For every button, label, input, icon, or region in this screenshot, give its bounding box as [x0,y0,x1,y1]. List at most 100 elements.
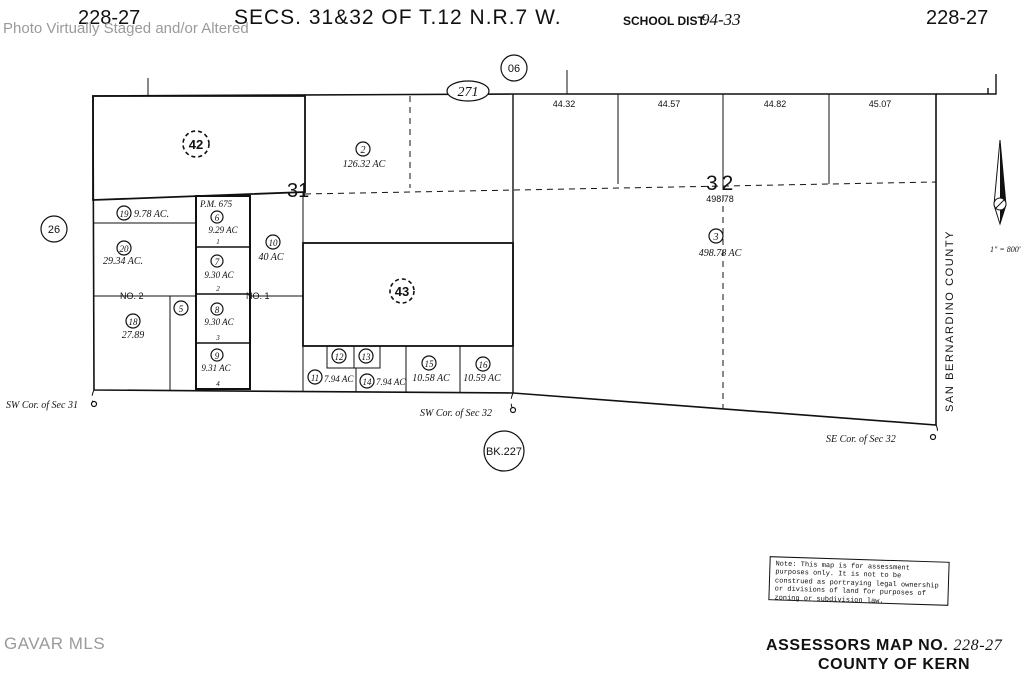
parcel-13-marker [358,348,374,364]
school-dist-value: 94-33 [701,10,741,29]
corner-sw-sec31: SW Cor. of Sec 31 [6,400,78,411]
county-boundary-label: SAN BERNARDINO COUNTY [944,230,956,412]
pm-lot-number: 4 [216,380,220,388]
parcel-18-acres: 27.89 [122,330,145,341]
parcel-13-number: 13 [362,352,372,362]
assessor-map-value: 228-27 [953,637,1003,654]
parcel-19-marker [116,205,132,221]
parcel-9-acres: 9.31 AC [201,363,231,373]
assessor-map-label: ASSESSORS MAP NO. [766,637,949,654]
parcel-3-acres: 498.78 AC [699,248,742,259]
map-title: SECS. 31&32 OF T.12 N.R.7 W. [234,6,562,29]
parcel-9-marker [210,348,224,362]
assessment-note: Note: This map is for assessment purpose… [768,556,950,606]
parcel-20-number: 20 [120,244,130,254]
corner-sw-sec32: SW Cor. of Sec 32 [420,408,492,419]
section-31-label: 31 [287,180,309,202]
parcel-10-acres: 40 AC [258,252,283,263]
corner-point [929,433,937,441]
parcel-11-marker [307,369,323,385]
parcel-43-marker [389,278,415,304]
parcel-7-marker [210,254,224,268]
boundary-jog [936,74,997,95]
parcel-16-marker [475,356,491,372]
parcel-43-outline [302,242,514,347]
parcel-8-marker [210,302,224,316]
parcel-3-number: 3 [713,232,719,243]
map-ref-top-label: 06 [508,63,520,75]
boundary-ticks [147,70,568,96]
map-ref-left-label: 26 [48,224,60,236]
parcel-11-number: 11 [311,373,319,383]
parcel-7-acres: 9.30 AC [204,270,234,280]
parcel-6-marker [210,210,224,224]
parcel-20-marker [116,240,132,256]
parcel-12-number: 12 [335,352,345,362]
section-32-label: 32 [706,172,737,195]
parcel-5-number: 5 [179,304,184,314]
quarter-line-dashed [304,181,937,195]
tract-no-2: NO. 2 [120,291,144,301]
parcel-14-number: 14 [363,377,373,387]
map-ref-top [500,54,528,82]
parcel-18-marker [125,313,141,329]
parcel-map-label: P.M. 675 [199,199,233,209]
mls-watermark: GAVAR MLS [4,634,106,653]
parcel-2-number: 2 [361,145,366,156]
pm-675-strip [195,195,251,390]
parcel-12-marker [331,348,347,364]
parcel-6-number: 6 [215,213,220,223]
map-ref-bottom-label: BK.227 [486,446,522,458]
parcel-42-outline [92,95,306,201]
parcel-19-number: 19 [120,209,130,219]
school-dist-label: SCHOOL DIST. [623,14,707,28]
corner-point [90,400,98,408]
assessor-map-number: ASSESSORS MAP NO. 228-27 [766,637,1002,655]
parcel-15-number: 15 [425,359,435,369]
parcel-11-acres: 7.94 AC [324,374,354,384]
parcel-8-acres: 9.30 AC [204,317,234,327]
parcel-42-marker [182,130,210,158]
parcel-2-acres: 126.32 AC [343,159,386,170]
header-left-ref: 228-27 [78,7,140,29]
parcel-3-marker [708,228,724,244]
scale-label: 1" = 800' [990,245,1021,254]
parcel-16-acres: 10.59 AC [463,373,501,384]
parcel-14-acres: 7.94 AC [376,377,406,387]
parcel-6-acres: 9.29 AC [208,225,238,235]
parcel-19-acres: 9.78 AC. [134,209,169,220]
assessment-note-text: Note: This map is for assessment purpose… [774,560,939,606]
county-name: COUNTY OF KERN [818,656,971,673]
parcel-15-acres: 10.58 AC [412,373,450,384]
parcel-14-marker [359,373,375,389]
parcel-9-number: 9 [215,351,220,361]
north-arrow-icon [993,139,1007,226]
map-ref-left [40,215,68,243]
parcel-18-number: 18 [129,317,139,327]
parcel-20-acres: 29.34 AC. [103,256,143,267]
road-marker [446,80,490,102]
parcel-42-number: 42 [189,137,203,152]
road-number: 271 [458,85,479,100]
parcel-2-marker [355,141,371,157]
parcel-15-marker [421,355,437,371]
corner-se-sec32: SE Cor. of Sec 32 [826,434,896,445]
pm-lot-number: 3 [215,334,220,342]
parcel-7-number: 7 [215,257,220,267]
top-lot-acres: 44.82 [764,99,787,109]
pm-lot-number: 2 [216,285,220,293]
header-right-ref: 228-27 [926,7,988,29]
pm-lot-number: 1 [216,238,220,246]
parcel-5-marker [173,300,189,316]
parcel-43-number: 43 [395,284,409,299]
section-32-acres: 498.78 [706,194,734,204]
top-lot-acres: 45.07 [869,99,892,109]
parcel-10-marker [265,234,281,250]
top-lot-acres: 44.32 [553,99,576,109]
tract-no-1: NO. 1 [246,291,270,301]
parcel-10-number: 10 [269,238,279,248]
parcel-8-number: 8 [215,305,220,315]
map-ref-bottom [483,430,525,472]
corner-point [509,406,517,414]
